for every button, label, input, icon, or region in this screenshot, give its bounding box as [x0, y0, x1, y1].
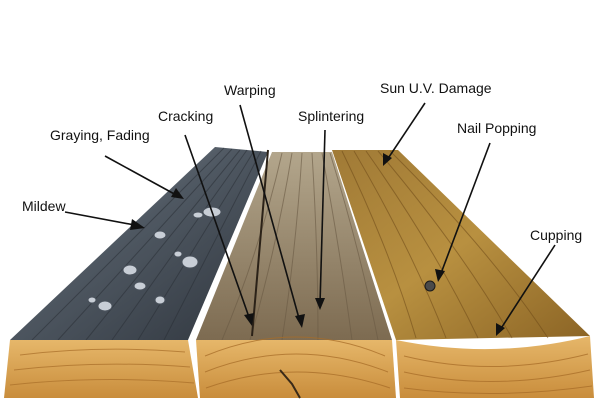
cupped-board	[332, 150, 594, 398]
label-cracking: Cracking	[158, 108, 214, 124]
label-mildew: Mildew	[22, 198, 66, 214]
label-warping: Warping	[224, 82, 276, 98]
label-splintering: Splintering	[298, 108, 365, 124]
callout-arrowheads	[130, 153, 505, 336]
callout-lines	[64, 102, 556, 331]
label-nail-popping: Nail Popping	[457, 120, 537, 136]
label-graying-fading: Graying, Fading	[50, 127, 150, 143]
weathered-board	[196, 149, 396, 399]
nail-head-icon	[424, 280, 436, 292]
label-cupping: Cupping	[530, 227, 583, 243]
gray-faded-board	[4, 147, 268, 398]
label-sun-uv-damage: Sun U.V. Damage	[380, 80, 492, 96]
water-droplets	[87, 206, 222, 312]
